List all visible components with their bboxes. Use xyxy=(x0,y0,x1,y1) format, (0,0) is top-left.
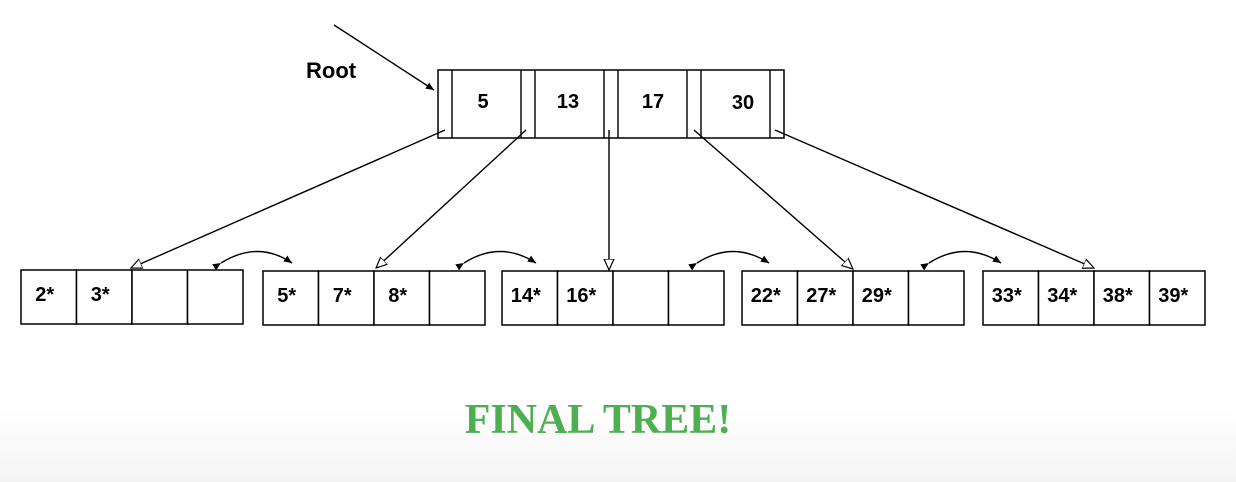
leaf-node: 22* 27* 29* xyxy=(741,270,965,326)
leaf-cell xyxy=(75,269,133,325)
child-pointer-arrow xyxy=(693,129,853,269)
sibling-link-arrow xyxy=(212,250,293,271)
leaf-entry: 33* xyxy=(992,285,1022,307)
leaf-node: 33* 34* 38* 39* xyxy=(982,270,1206,326)
leaf-cell xyxy=(1037,270,1095,326)
caption: FINAL TREE! xyxy=(465,397,731,443)
leaf-entry: 16* xyxy=(566,285,596,307)
leaf-node: 14* 16* xyxy=(501,270,725,326)
leaf-entry: 34* xyxy=(1047,285,1077,307)
leaf-cell xyxy=(428,270,486,326)
child-pointer-arrow xyxy=(131,129,446,268)
sibling-link-arrow xyxy=(688,250,770,271)
leaf-entry: 27* xyxy=(806,285,836,307)
leaf-cell xyxy=(131,269,189,325)
leaf-entry: 2* xyxy=(35,284,54,306)
root-key: 5 xyxy=(477,91,488,113)
leaf-entry: 38* xyxy=(1103,285,1133,307)
leaf-cell xyxy=(667,270,725,326)
leaf-entry: 39* xyxy=(1158,285,1188,307)
leaf-entry: 7* xyxy=(333,285,352,307)
leaf-node: 2* 3* xyxy=(20,269,244,325)
leaf-cell xyxy=(796,270,854,326)
child-pointer-arrow xyxy=(376,129,527,268)
root-node-box xyxy=(437,69,785,139)
leaf-cell xyxy=(20,269,78,325)
root-key: 13 xyxy=(557,91,579,113)
leaf-cell xyxy=(1093,270,1151,326)
leaf-entry: 22* xyxy=(751,285,781,307)
leaf-cell xyxy=(1148,270,1206,326)
child-pointer-arrow xyxy=(774,129,1094,268)
leaf-entry: 5* xyxy=(277,285,296,307)
leaf-entry: 29* xyxy=(862,285,892,307)
leaf-cell xyxy=(741,270,799,326)
leaf-node: 5* 7* 8* xyxy=(262,270,486,326)
root-node: 5 13 17 30 xyxy=(437,69,785,139)
sibling-link-arrow xyxy=(455,250,537,271)
root-key: 30 xyxy=(732,92,754,114)
leaf-entry: 3* xyxy=(91,284,110,306)
leaf-level: 2* 3* 5* 7* 8* 14* 16* 22* 27* 29* 33* 34* 38* 39* xyxy=(20,269,1206,326)
leaf-cell xyxy=(852,270,910,326)
leaf-cell xyxy=(317,270,375,326)
root-key: 17 xyxy=(642,91,664,113)
leaf-cell xyxy=(612,270,670,326)
leaf-cell xyxy=(262,270,320,326)
sibling-link-arrow xyxy=(920,250,1002,271)
leaf-entry: 8* xyxy=(388,285,407,307)
leaf-cell xyxy=(186,269,244,325)
root-pointer-arrow xyxy=(333,24,435,91)
root-label: Root xyxy=(306,58,357,83)
leaf-entry: 14* xyxy=(511,285,541,307)
leaf-cell xyxy=(373,270,431,326)
leaf-cell xyxy=(501,270,559,326)
leaf-cell xyxy=(907,270,965,326)
